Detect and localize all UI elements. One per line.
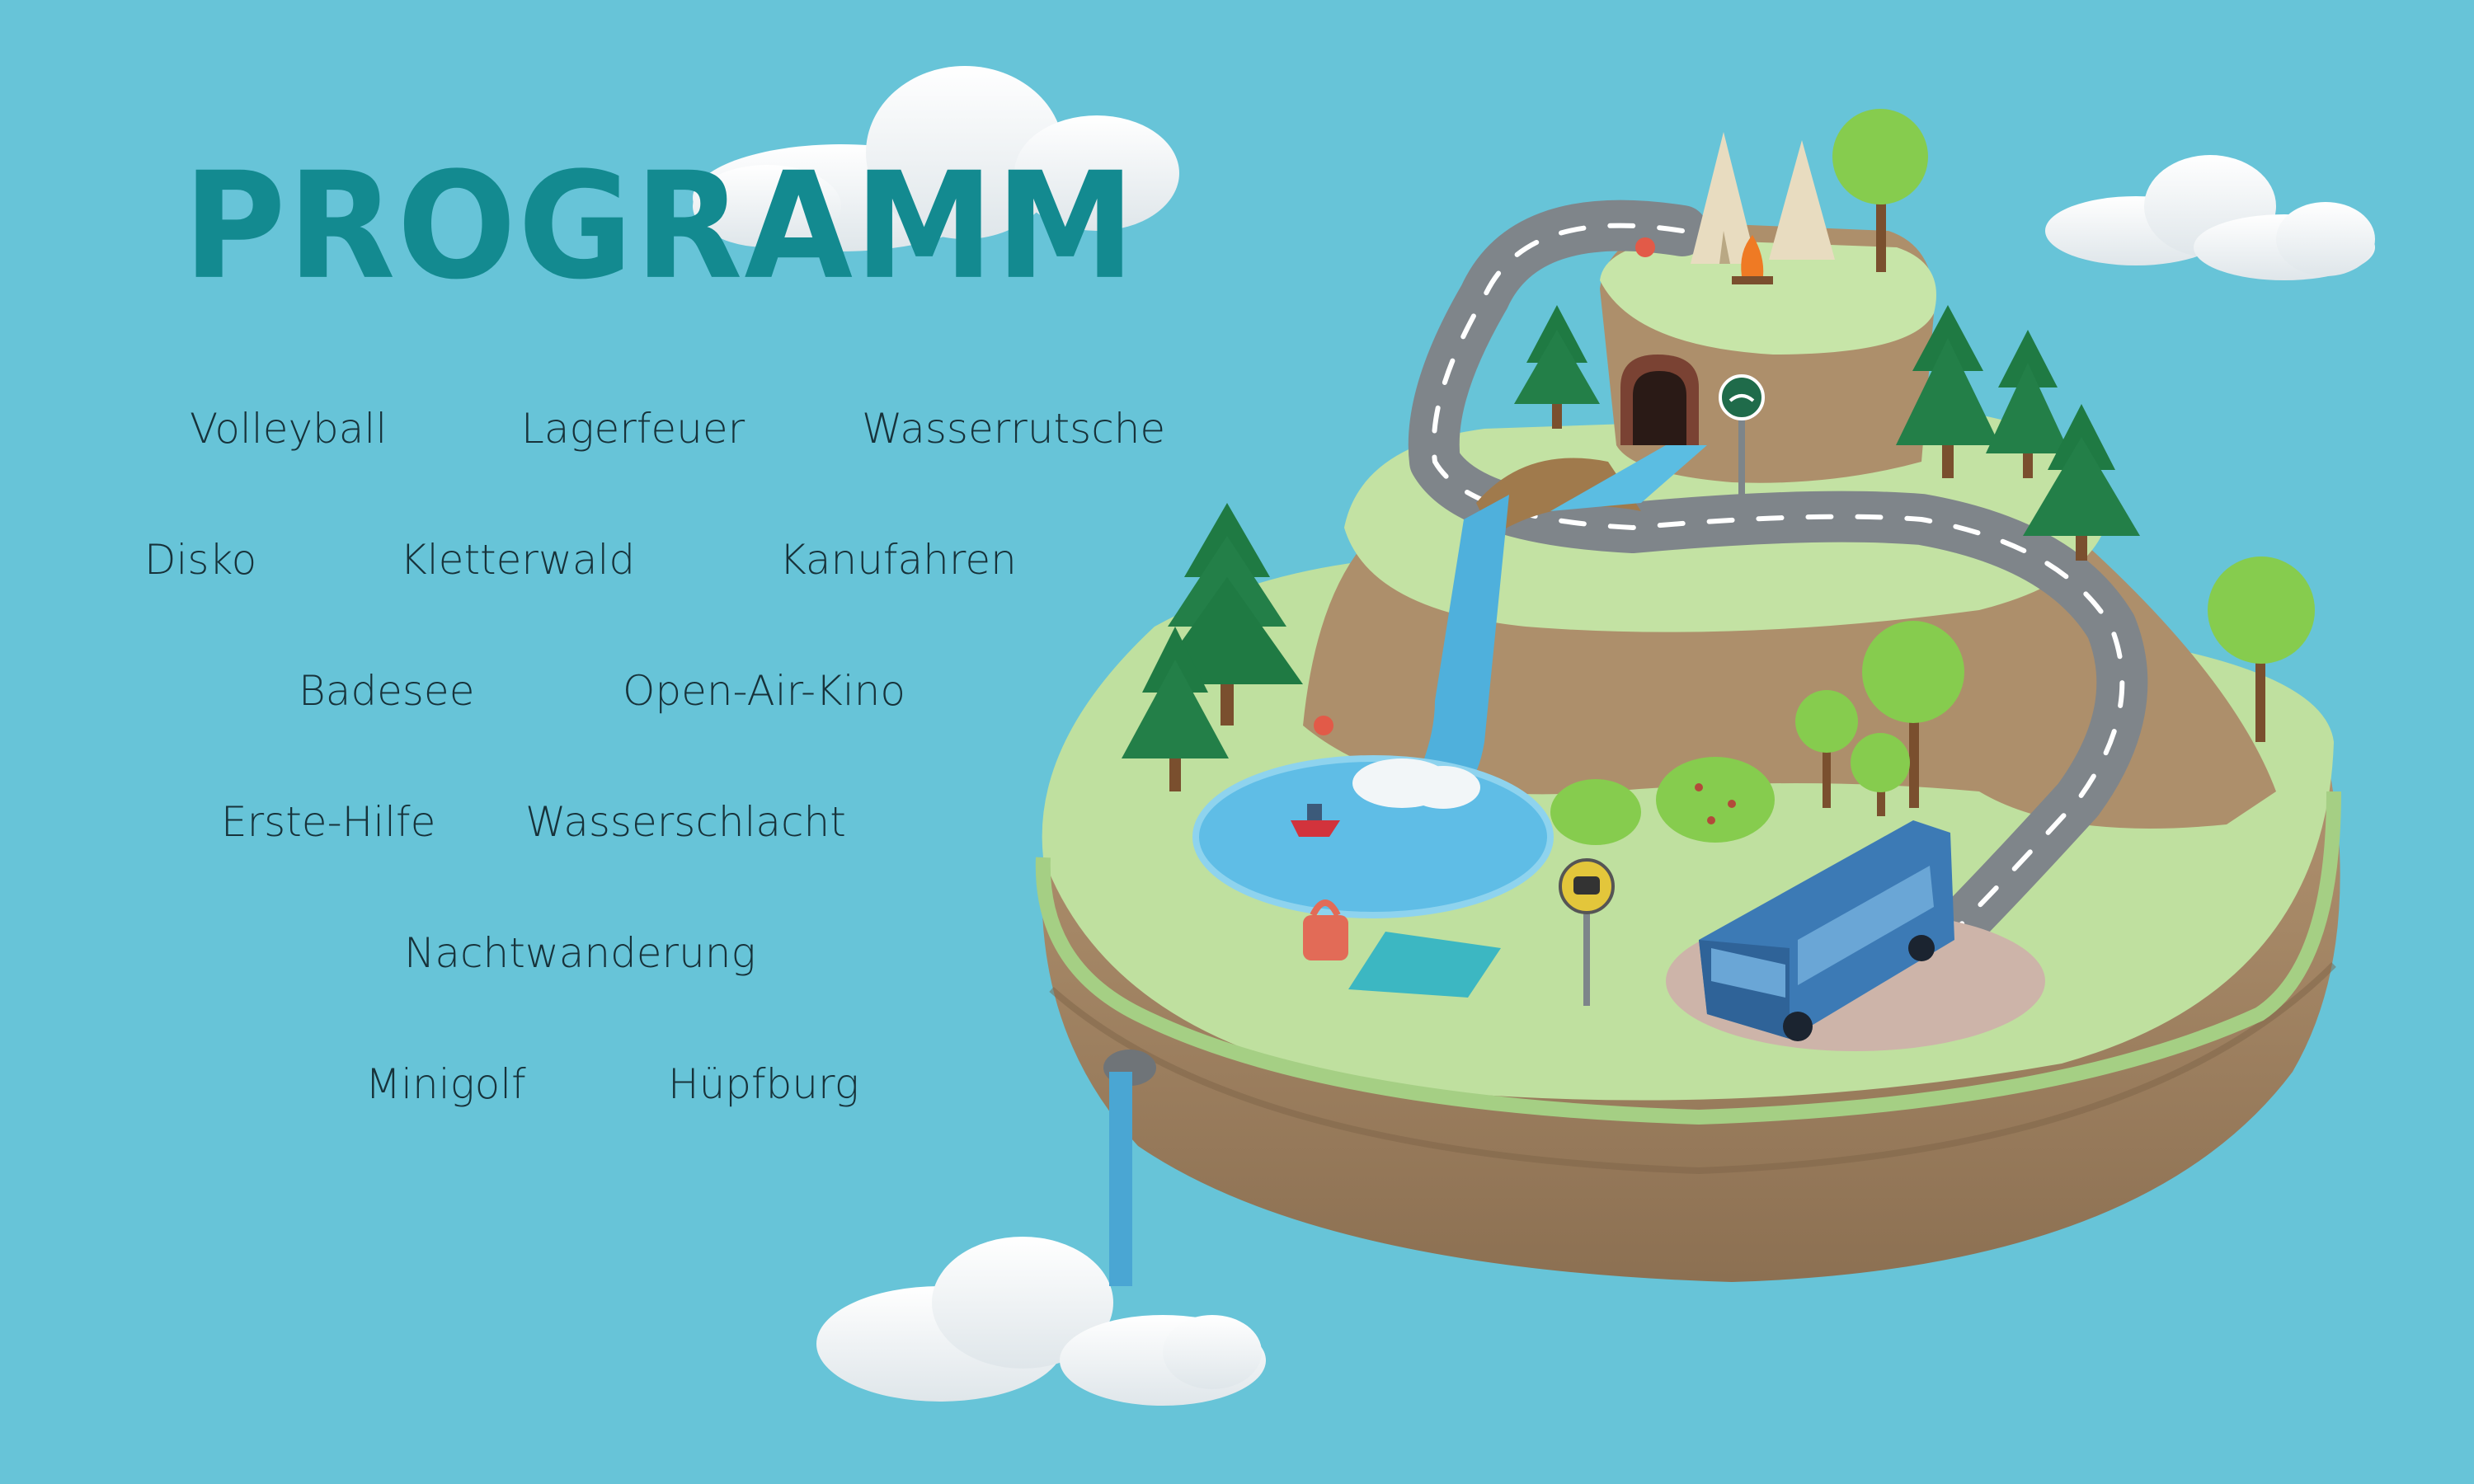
tree-conifer [2023, 404, 2140, 561]
tipi-icon [1769, 140, 1835, 260]
tree-conifer [1514, 305, 1600, 429]
activity-huepfburg: Hüpfburg [668, 1060, 859, 1108]
activity-disko: Disko [144, 536, 257, 584]
activity-lagerfeuer: Lagerfeuer [521, 405, 745, 453]
activity-minigolf: Minigolf [365, 1060, 526, 1108]
activity-erste-hilfe: Erste-Hilfe [221, 798, 436, 846]
activity-nachtwanderung: Nachtwanderung [404, 929, 756, 977]
activity-kletterwald: Kletterwald [400, 536, 636, 584]
bag-icon [1303, 899, 1348, 960]
bus-icon [1699, 820, 1954, 1041]
activity-open-air-kino: Open-Air-Kino [623, 667, 905, 715]
boat-icon [1291, 804, 1340, 837]
tree-deciduous [1795, 690, 1858, 808]
activity-wasserrutsche: Wasserrutsche [862, 405, 1166, 453]
cloud-icon [1352, 758, 1480, 809]
activity-kanufahren: Kanufahren [779, 536, 1017, 584]
tipi-icon [1691, 132, 1757, 264]
page-title: PROGRAMM [183, 141, 1137, 312]
tree-deciduous [2208, 556, 2315, 742]
tree-conifer [1122, 627, 1229, 791]
bus-stop-sign-icon [1559, 858, 1615, 1006]
cloud-icon [2045, 155, 2375, 280]
towel-icon [1348, 932, 1501, 998]
tree-deciduous [1851, 733, 1910, 816]
waterfall-stream [1109, 1072, 1132, 1286]
tree-deciduous [1832, 109, 1928, 272]
activity-badesee: Badesee [299, 667, 475, 715]
road [1408, 200, 2148, 982]
activity-wasserschlacht: Wasserschlacht [525, 798, 846, 846]
cloud-icon [816, 1237, 1266, 1406]
activity-volleyball: Volleyball [190, 405, 388, 453]
tree-deciduous [1862, 621, 1964, 808]
bush [1550, 757, 1775, 845]
campfire-icon [1732, 235, 1773, 284]
cloud-icon [693, 66, 1179, 251]
tree-conifer [1896, 305, 2000, 478]
tree-conifer [1986, 330, 2070, 478]
bird-sign-icon [1719, 374, 1765, 495]
